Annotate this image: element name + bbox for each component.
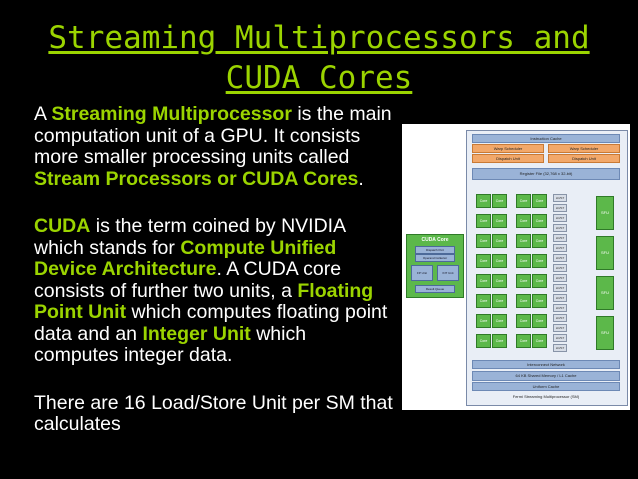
instruction-cache: Instruction Cache	[472, 134, 620, 143]
sfu-unit: SFU	[596, 276, 614, 310]
cuda-core: Core	[516, 314, 531, 328]
dispatch-unit-1: Dispatch Unit	[472, 154, 544, 163]
cuda-core-callout: CUDA Core Dispatch Port Operand Collecto…	[406, 234, 464, 298]
slide-title: Streaming Multiprocessors and CUDA Cores	[0, 18, 638, 98]
ldst-unit: LD/ST	[553, 324, 567, 332]
ldst-unit: LD/ST	[553, 194, 567, 202]
slide-title-line2: CUDA Cores	[225, 60, 413, 96]
cuda-core: Core	[516, 194, 531, 208]
warp-scheduler-1: Warp Scheduler	[472, 144, 544, 153]
text: which computes floating point data and a…	[34, 301, 388, 345]
dispatch-port: Dispatch Port	[415, 246, 455, 254]
cuda-core: Core	[476, 234, 491, 248]
fp-unit: FP Unit	[411, 265, 433, 281]
text: which computes integer data.	[34, 322, 307, 366]
uniform-cache: Uniform Cache	[472, 382, 620, 391]
cuda-core: Core	[532, 274, 547, 288]
ldst-unit: LD/ST	[553, 294, 567, 302]
ldst-unit: LD/ST	[553, 304, 567, 312]
ldst-unit: LD/ST	[553, 224, 567, 232]
cuda-core: Core	[516, 294, 531, 308]
cuda-core: Core	[476, 194, 491, 208]
cuda-core: Core	[532, 314, 547, 328]
cuda-core: Core	[532, 254, 547, 268]
highlight-integer-unit: Integer Unit	[142, 322, 251, 345]
ldst-unit: LD/ST	[553, 234, 567, 242]
operand-collector: Operand Collector	[415, 254, 455, 262]
text: A	[34, 103, 52, 125]
sfu-unit: SFU	[596, 196, 614, 230]
highlight-stream-processors: Stream Processors or CUDA Cores	[34, 167, 359, 190]
register-file: Register File (32,768 x 32-bit)	[472, 168, 620, 180]
cuda-core: Core	[492, 294, 507, 308]
int-unit: INT Unit	[437, 265, 459, 281]
cuda-core: Core	[492, 314, 507, 328]
cuda-core: Core	[476, 314, 491, 328]
highlight-streaming-multiprocessor: Streaming Multiprocessor	[51, 103, 292, 125]
sfu-unit: SFU	[596, 236, 614, 270]
result-queue: Result Queue	[415, 285, 455, 293]
text: .	[358, 167, 364, 190]
shared-memory: 64 KB Shared Memory / L1 Cache	[472, 371, 620, 381]
cuda-core: Core	[476, 214, 491, 228]
cuda-core: Core	[516, 254, 531, 268]
cuda-core: Core	[532, 194, 547, 208]
ldst-unit: LD/ST	[553, 264, 567, 272]
sfu-unit: SFU	[596, 316, 614, 350]
cuda-core: Core	[516, 234, 531, 248]
highlight-compute-unified: Compute Unified Device Architecture	[34, 236, 337, 280]
slide-title-line1: Streaming Multiprocessors and	[48, 20, 590, 56]
cuda-core-title: CUDA Core	[421, 237, 449, 243]
ldst-unit: LD/ST	[553, 204, 567, 212]
ldst-unit: LD/ST	[553, 334, 567, 342]
cuda-core: Core	[516, 274, 531, 288]
ldst-unit: LD/ST	[553, 344, 567, 352]
warp-scheduler-2: Warp Scheduler	[548, 144, 620, 153]
cuda-core: Core	[492, 214, 507, 228]
highlight-floating-point-unit: Floating Point Unit	[34, 279, 374, 323]
cuda-core: Core	[476, 274, 491, 288]
highlight-cuda: CUDA	[34, 215, 91, 237]
fermi-sm-diagram: Instruction Cache Warp Scheduler Warp Sc…	[402, 124, 630, 410]
cuda-core: Core	[532, 334, 547, 348]
ldst-unit: LD/ST	[553, 314, 567, 322]
cuda-core: Core	[476, 254, 491, 268]
dispatch-unit-2: Dispatch Unit	[548, 154, 620, 163]
cuda-core: Core	[492, 334, 507, 348]
cuda-core: Core	[516, 214, 531, 228]
text: . A CUDA core consists of further two un…	[34, 258, 342, 302]
text: is the term coined by NVIDIA which stand…	[34, 215, 346, 259]
diagram-caption: Fermi Streaming Multiprocessor (SM)	[512, 394, 580, 399]
cuda-core: Core	[476, 334, 491, 348]
cuda-core: Core	[492, 274, 507, 288]
text: There are 16 Load/Store Unit per SM that…	[34, 391, 393, 435]
cuda-core: Core	[516, 334, 531, 348]
ldst-unit: LD/ST	[553, 254, 567, 262]
ldst-unit: LD/ST	[553, 284, 567, 292]
cuda-core: Core	[476, 294, 491, 308]
cuda-core: Core	[492, 254, 507, 268]
cuda-core: Core	[492, 194, 507, 208]
text: is the main computation unit of a GPU. I…	[34, 103, 392, 168]
cuda-core: Core	[492, 234, 507, 248]
cuda-core: Core	[532, 294, 547, 308]
paragraph-ldst: There are 16 Load/Store Unit per SM that…	[34, 391, 394, 436]
ldst-unit: LD/ST	[553, 274, 567, 282]
slide-body: A Streaming Multiprocessor is the main c…	[34, 103, 394, 462]
cuda-core: Core	[532, 214, 547, 228]
ldst-unit: LD/ST	[553, 244, 567, 252]
cuda-core: Core	[532, 234, 547, 248]
interconnect-network: Interconnect Network	[472, 360, 620, 369]
ldst-unit: LD/ST	[553, 214, 567, 222]
paragraph-sm: A Streaming Multiprocessor is the main c…	[34, 103, 394, 190]
paragraph-cuda: CUDA is the term coined by NVIDIA which …	[34, 215, 394, 367]
